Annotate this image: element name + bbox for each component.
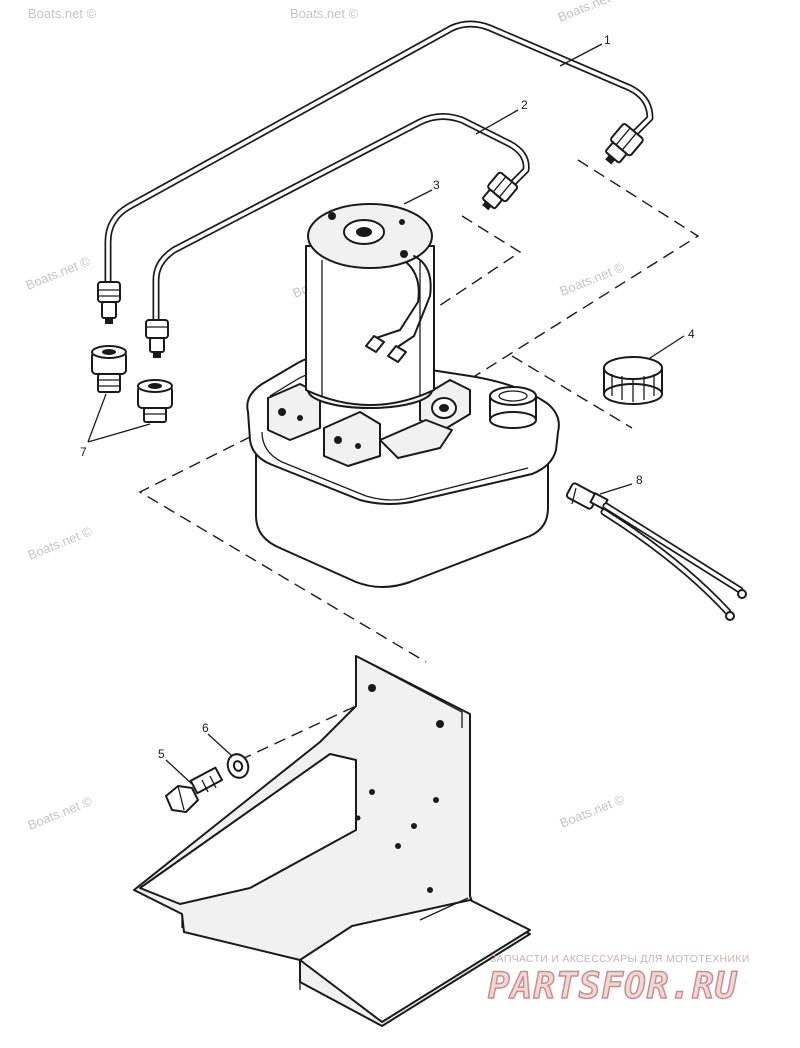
watermark: Boats.net © [24, 253, 93, 293]
callout-number: 6 [202, 721, 209, 735]
callout-labels: 1 2 3 4 5 6 7 8 [80, 33, 695, 761]
watermark: Boats.net © [558, 791, 627, 831]
tube-fitting [145, 319, 169, 358]
watermark: Boats.net © [556, 0, 625, 25]
lock-washer [226, 753, 250, 779]
assembly-guide-lines [138, 159, 700, 761]
callout-number: 4 [688, 327, 695, 341]
callout-number: 1 [604, 33, 611, 47]
tube-fitting [97, 281, 121, 324]
callout-number: 8 [636, 473, 643, 487]
port-fitting [137, 379, 173, 423]
hydraulic-line-long [97, 20, 654, 324]
watermark: Boats.net © [558, 259, 627, 299]
callout-number: 3 [433, 178, 440, 192]
watermark: Boats.net © [28, 6, 97, 21]
mounting-bracket [133, 655, 531, 1027]
brand-tagline: ЗАПЧАСТИ И АКСЕССУАРЫ ДЛЯ МОТОТЕХНИКИ [490, 953, 750, 965]
callout-number: 2 [521, 98, 528, 112]
reservoir-fill-neck [489, 386, 537, 429]
callout-number: 5 [158, 747, 165, 761]
watermark: Boats.net © [26, 793, 95, 833]
watermark: Boats.net © [26, 523, 95, 563]
valve-manifold [267, 379, 471, 467]
port-fittings [91, 345, 173, 423]
sender-switch [565, 482, 747, 621]
port-fitting [91, 345, 127, 393]
tube-fitting [605, 123, 644, 165]
brand-logo: PARTSFOR.RU [487, 965, 738, 1008]
watermark: Boats.net © [290, 6, 359, 21]
pump-motor [305, 203, 435, 409]
hydraulic-line-short [145, 113, 530, 358]
reservoir-cap [603, 356, 663, 405]
mounting-bolt [165, 766, 224, 813]
callout-number: 7 [80, 445, 87, 459]
tube-fitting [482, 171, 518, 211]
callout-leaders [87, 43, 685, 785]
